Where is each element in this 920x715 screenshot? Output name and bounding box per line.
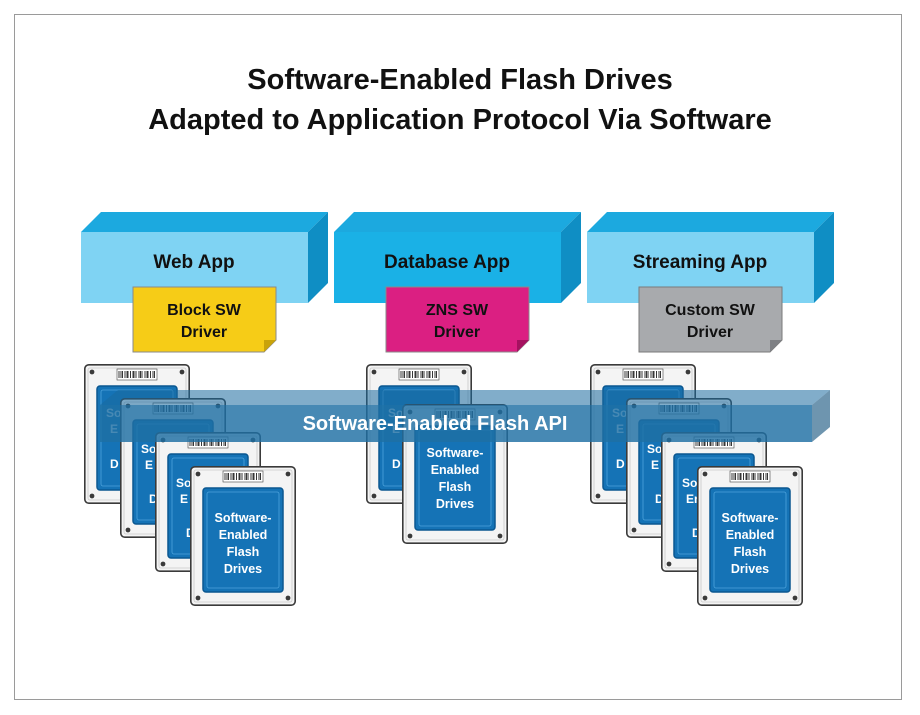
svg-text:Software-: Software- [427, 446, 484, 460]
driver-note-block: Block SW Driver [132, 286, 277, 353]
api-bar: Software-Enabled Flash API [100, 390, 830, 442]
streaming-app-label: Streaming App [633, 252, 767, 273]
svg-text:Enabled: Enabled [726, 528, 775, 542]
api-bar-label: Software-Enabled Flash API [303, 413, 568, 435]
figure-frame [14, 14, 902, 700]
svg-text:E: E [180, 492, 188, 506]
ssd-drive: Software- Enabled Flash Drives [190, 466, 296, 606]
block-driver-line2: Driver [181, 324, 227, 341]
svg-text:D: D [692, 526, 701, 540]
svg-text:Drives: Drives [731, 562, 769, 576]
svg-text:So: So [141, 442, 156, 456]
svg-text:Software-: Software- [215, 511, 272, 525]
zns-driver-line1: ZNS SW [426, 302, 489, 319]
svg-text:Flash: Flash [734, 545, 767, 559]
ssd-drive: Software- Enabled Flash Drives [402, 404, 508, 544]
drive-stack-right: So E D So E D Sof En D Software- Enabled… [590, 364, 803, 606]
ssd-drive: So E D [120, 398, 226, 538]
drive-stack-left: So E D So E D So E D Software- Enabled F… [84, 364, 296, 606]
svg-text:Flash: Flash [227, 545, 260, 559]
svg-text:Flash: Flash [439, 480, 472, 494]
database-app-label: Database App [384, 252, 510, 273]
svg-text:Drives: Drives [224, 562, 262, 576]
block-driver-line1: Block SW [167, 302, 242, 319]
svg-text:Software-: Software- [722, 511, 779, 525]
svg-text:E: E [651, 458, 659, 472]
svg-text:Enabled: Enabled [219, 528, 268, 542]
svg-text:D: D [616, 457, 625, 471]
svg-text:D: D [655, 492, 664, 506]
svg-text:D: D [149, 492, 158, 506]
zns-driver-line2: Driver [434, 324, 480, 341]
driver-note-custom: Custom SW Driver [638, 286, 783, 353]
title-line-1: Software-Enabled Flash Drives [247, 64, 673, 96]
ssd-drive: Software- Enabled Flash Drives [697, 466, 803, 606]
custom-driver-line1: Custom SW [665, 302, 756, 319]
custom-driver-line2: Driver [687, 324, 733, 341]
svg-text:D: D [392, 457, 401, 471]
svg-text:D: D [110, 457, 119, 471]
svg-text:E: E [145, 458, 153, 472]
driver-note-zns: ZNS SW Driver [385, 286, 530, 353]
ssd-drive: So E D [626, 398, 732, 538]
diagram-title: Software-Enabled Flash Drives Adapted to… [0, 60, 920, 140]
svg-text:Enabled: Enabled [431, 463, 480, 477]
svg-text:So: So [176, 476, 191, 490]
svg-text:Drives: Drives [436, 497, 474, 511]
web-app-label: Web App [153, 252, 234, 273]
svg-text:So: So [647, 442, 662, 456]
title-line-2: Adapted to Application Protocol Via Soft… [148, 104, 772, 136]
